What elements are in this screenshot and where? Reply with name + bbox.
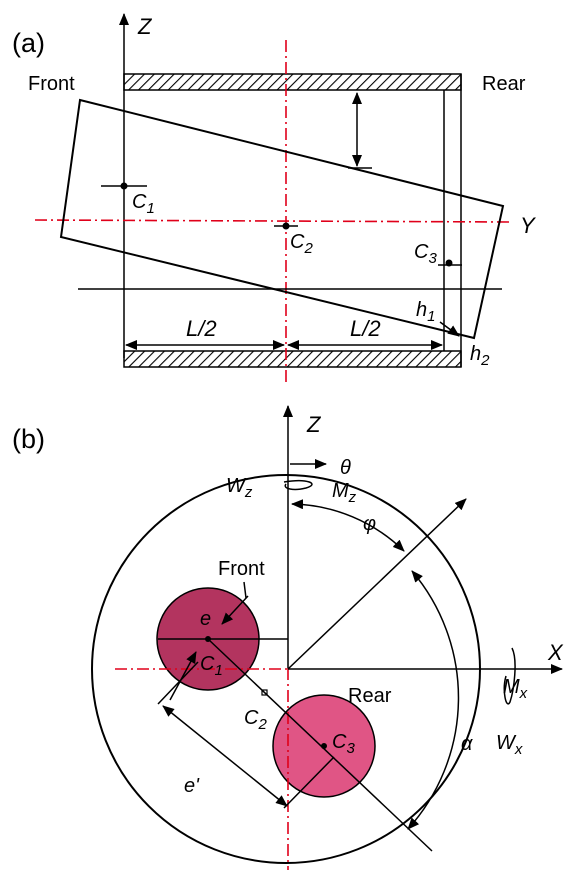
h1-label: h1 xyxy=(416,299,435,325)
e-label: e xyxy=(200,608,211,630)
panel-a: (a) Z Y C1 C2 C3 Front xyxy=(12,13,536,385)
c3-point-b xyxy=(321,743,327,749)
phi-arc xyxy=(291,499,405,552)
c3-label: C3 xyxy=(414,241,437,267)
z-axis-a-label: Z xyxy=(137,14,153,39)
rear-label-a: Rear xyxy=(482,73,526,95)
z-axis-b-label: Z xyxy=(306,412,322,437)
e-prime-dimension xyxy=(162,705,288,807)
load-direction-line xyxy=(287,498,467,670)
mx-label: Mx xyxy=(503,676,528,702)
line-of-centers xyxy=(207,638,433,852)
bottom-wall xyxy=(123,350,462,368)
tilted-shaft xyxy=(59,98,505,340)
front-leader xyxy=(243,581,247,599)
top-wall xyxy=(123,73,462,91)
h1-leader xyxy=(439,321,460,337)
y-center-line xyxy=(34,219,511,223)
e-prime-label: e' xyxy=(184,775,200,797)
c1-point-b xyxy=(205,636,211,642)
rear-label-b: Rear xyxy=(348,685,392,707)
wx-label: Wx xyxy=(496,732,523,758)
phi-label: φ xyxy=(363,513,376,535)
wz-rotation-symbol xyxy=(283,479,313,491)
c1-label-b: C1 xyxy=(200,653,223,679)
alpha-arc xyxy=(407,570,460,830)
c1-point xyxy=(120,182,128,190)
c2-label: C2 xyxy=(290,231,313,257)
theta-label: θ xyxy=(340,457,351,479)
front-label-a: Front xyxy=(28,73,75,95)
mx-rotation-symbol xyxy=(503,647,516,705)
c1-label: C1 xyxy=(132,191,155,217)
wz-label: Wz xyxy=(226,475,253,501)
left-half-label: L/2 xyxy=(186,316,217,341)
e-prime-ext-1 xyxy=(157,661,199,705)
e-leader-a xyxy=(221,595,249,625)
e-leader-b xyxy=(169,651,197,701)
y-axis-label: Y xyxy=(520,213,536,238)
front-label-b: Front xyxy=(218,558,265,580)
panel-b-label: (b) xyxy=(12,424,45,454)
c2-label-b: C2 xyxy=(244,707,267,733)
mz-label: Mz xyxy=(332,480,357,506)
panel-a-label: (a) xyxy=(12,28,45,58)
c2-marker xyxy=(261,689,268,696)
panel-b: (b) Z X θ Wz Mz φ α Mx Wx xyxy=(12,405,564,870)
alpha-label: α xyxy=(461,733,473,755)
h2-label: h2 xyxy=(470,343,490,369)
x-axis-label: X xyxy=(547,640,564,665)
c2-point xyxy=(282,222,290,230)
c3-point xyxy=(445,259,453,267)
right-half-label: L/2 xyxy=(350,316,381,341)
c3-label-b: C3 xyxy=(332,731,355,757)
e-prime-ext-2 xyxy=(283,756,335,809)
